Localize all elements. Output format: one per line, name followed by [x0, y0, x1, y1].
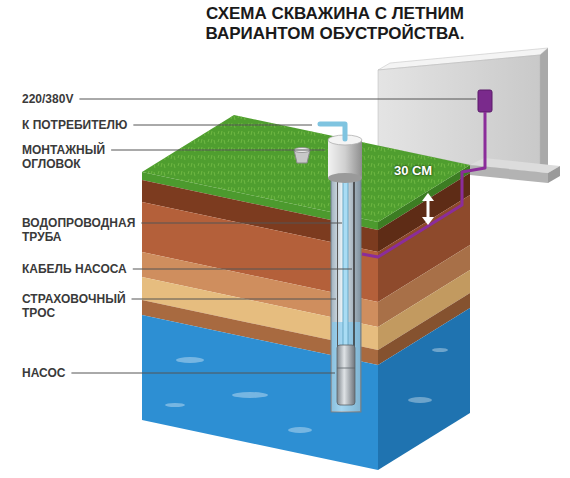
- dimension-label: 30 СМ: [394, 163, 432, 179]
- diagram-title: СХЕМА СКВАЖИНА С ЛЕТНИМ ВАРИАНТОМ ОБУСТР…: [170, 4, 500, 45]
- foundation-side: [548, 166, 560, 183]
- power-cable: [362, 112, 485, 257]
- water-layer: [378, 308, 470, 470]
- callout-label: ВОДОПРОВОДНАЯ ТРУБА: [22, 216, 140, 245]
- water-pipe: [343, 178, 348, 346]
- safety-rope: [337, 178, 338, 347]
- callout-label: К ПОТРЕБИТЕЛЮ: [22, 118, 127, 132]
- leader-line: [79, 99, 476, 100]
- leader-lines: [71, 99, 476, 373]
- outlet-pipe: [320, 124, 345, 139]
- glint: [288, 427, 312, 433]
- water-glints: [165, 348, 448, 433]
- glint: [176, 357, 204, 363]
- callout-label: 220/380V: [22, 92, 73, 106]
- glint: [408, 397, 432, 403]
- pump-cable: [353, 178, 355, 350]
- leader-line: [71, 373, 335, 374]
- callout-label: МОНТАЖНЫЙ ОГЛОВОК: [22, 143, 122, 172]
- head-bottom: [328, 173, 362, 183]
- pump: [337, 345, 355, 405]
- grass-texture: [142, 115, 470, 222]
- depth-arrow: [422, 193, 434, 225]
- arrow-head: [422, 193, 434, 201]
- callout-label: СТРАХОВОЧНЫЙ ТРОС: [22, 292, 136, 321]
- callout-label: КАБЕЛЬ НАСОСА: [22, 262, 127, 276]
- leader-line: [132, 299, 336, 300]
- glint: [432, 348, 448, 352]
- arrow-head: [422, 217, 434, 225]
- pump-seam: [337, 368, 355, 369]
- glint: [165, 403, 185, 407]
- leader-line: [141, 223, 342, 224]
- callout-label: НАСОС: [22, 366, 65, 380]
- electric-box: [478, 90, 492, 112]
- head-body: [328, 140, 362, 178]
- depth-arrow-shaft: [427, 200, 430, 218]
- soil-front-face: [142, 172, 378, 470]
- casing: [331, 176, 361, 412]
- well-head: [320, 124, 362, 183]
- leader-line: [133, 125, 312, 126]
- glint: [232, 392, 268, 398]
- wall-side: [540, 48, 548, 172]
- grass-top: [142, 115, 470, 222]
- leader-line: [133, 269, 352, 270]
- well: [331, 176, 361, 412]
- leader-line: [111, 150, 325, 151]
